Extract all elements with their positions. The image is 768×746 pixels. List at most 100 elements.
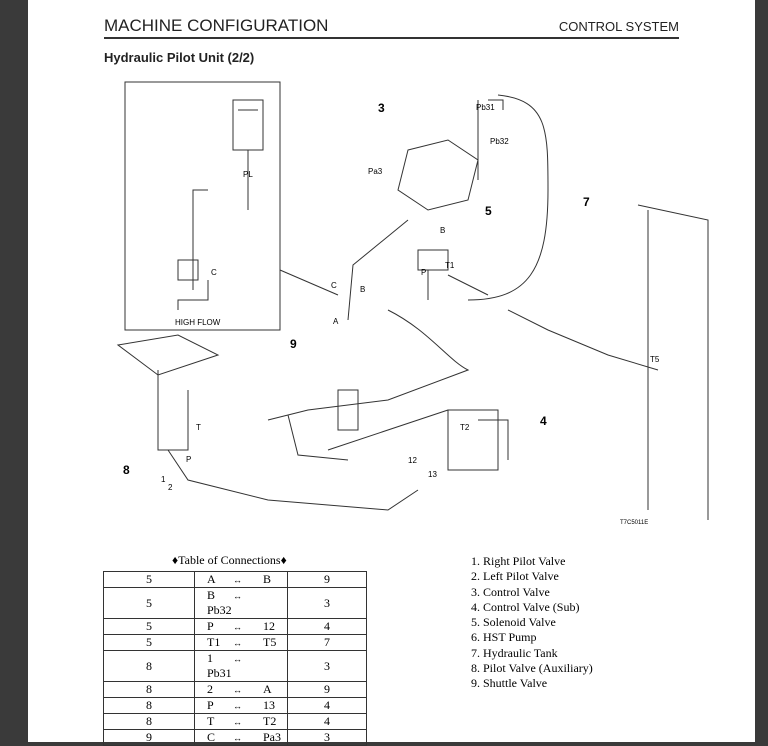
to-port: B bbox=[263, 572, 272, 586]
diagram-label: Pb31 bbox=[476, 103, 495, 112]
legend-item: 5. Solenoid Valve bbox=[471, 615, 556, 630]
from-part: 5 bbox=[103, 634, 195, 651]
to-part: 7 bbox=[287, 634, 367, 651]
legend-item: 3. Control Valve bbox=[471, 584, 550, 599]
from-port: 2 bbox=[207, 682, 213, 696]
figure-id: T7C5011E bbox=[620, 520, 648, 526]
from-part: 9 bbox=[103, 729, 195, 746]
diagram-label: 4 bbox=[540, 414, 547, 428]
from-port: P bbox=[207, 619, 214, 633]
legend-item: 6. HST Pump bbox=[471, 630, 537, 645]
diagram-label: P bbox=[421, 268, 426, 277]
diagram-label: 13 bbox=[428, 470, 437, 479]
port-connection: T ↔ T2 bbox=[194, 713, 288, 730]
port-connection: 2 ↔ A bbox=[194, 681, 288, 698]
to-port: A bbox=[263, 682, 272, 696]
diagram-label: Pa3 bbox=[368, 167, 383, 176]
manual-page: MACHINE CONFIGURATION CONTROL SYSTEM Hyd… bbox=[28, 0, 755, 746]
arrow: ↔ bbox=[233, 638, 242, 648]
legend-item: 7. Hydraulic Tank bbox=[471, 645, 558, 660]
diagram-label: 1 bbox=[161, 475, 166, 484]
from-part: 8 bbox=[103, 681, 195, 698]
port-connection: B ↔Pb32 bbox=[194, 587, 288, 619]
port-connection: C ↔ Pa3 bbox=[194, 729, 288, 746]
to-part: 4 bbox=[287, 697, 367, 714]
diagram-label: C bbox=[331, 281, 337, 290]
page-subtitle: Hydraulic Pilot Unit (2/2) bbox=[104, 50, 255, 65]
arrow: ↔ bbox=[233, 575, 242, 585]
sub-control-valve-shape bbox=[447, 409, 509, 471]
diagram-label: 3 bbox=[378, 101, 385, 115]
to-port: 12 bbox=[263, 619, 275, 633]
arrow: ↔ bbox=[233, 685, 242, 695]
from-part: 8 bbox=[103, 650, 195, 682]
to-part: 3 bbox=[287, 729, 367, 746]
port-connection: P ↔ 13 bbox=[194, 697, 288, 714]
to-port: 13 bbox=[263, 698, 275, 712]
arrow: ↔ bbox=[233, 654, 242, 664]
to-port: T2 bbox=[263, 714, 277, 728]
to-part: 9 bbox=[287, 681, 367, 698]
to-part: 3 bbox=[287, 650, 367, 682]
diagram-label: 9 bbox=[290, 337, 297, 351]
inset-valve-shape bbox=[177, 99, 264, 310]
arrow: ↔ bbox=[233, 622, 242, 632]
high-flow-inset-box bbox=[124, 81, 281, 331]
to-part: 4 bbox=[287, 618, 367, 635]
from-part: 5 bbox=[103, 571, 195, 588]
diagram-label: Pb32 bbox=[490, 137, 509, 146]
arrow: ↔ bbox=[233, 591, 242, 601]
port-connection: T1↔T5 bbox=[194, 634, 288, 651]
legend-item: 2. Left Pilot Valve bbox=[471, 569, 559, 584]
legend-item: 4. Control Valve (Sub) bbox=[471, 599, 580, 614]
solenoid-valve-shape bbox=[417, 249, 489, 300]
hydraulic-tank-shape bbox=[507, 204, 709, 520]
from-part: 8 bbox=[103, 697, 195, 714]
diagram-label: T2 bbox=[460, 423, 470, 432]
diagram-label: T1 bbox=[445, 261, 455, 270]
to-port: Pa3 bbox=[263, 730, 281, 744]
to-port: Pb32 bbox=[207, 603, 232, 617]
from-part: 8 bbox=[103, 713, 195, 730]
diagram-label: 12 bbox=[408, 456, 417, 465]
diagram-label: 8 bbox=[123, 463, 130, 477]
diagram-label: 2 bbox=[168, 483, 173, 492]
arrow: ↔ bbox=[233, 701, 242, 711]
port-connection: 1↔Pb31 bbox=[194, 650, 288, 682]
legend-item: 8. Pilot Valve (Auxiliary) bbox=[471, 661, 593, 676]
page-header-section: CONTROL SYSTEM bbox=[558, 19, 679, 34]
from-port: A bbox=[207, 572, 216, 586]
diagram-label: PL bbox=[243, 170, 253, 179]
aux-pilot-valve-shape bbox=[116, 334, 419, 511]
legend-item: 9. Shuttle Valve bbox=[471, 676, 548, 691]
diagram-label: 7 bbox=[583, 195, 590, 209]
from-port: T bbox=[207, 714, 215, 728]
control-valve-shape bbox=[397, 99, 504, 211]
page-header-title: MACHINE CONFIGURATION bbox=[104, 16, 329, 35]
from-port: P bbox=[207, 698, 214, 712]
from-port: B bbox=[207, 588, 216, 602]
to-port: Pb31 bbox=[207, 666, 232, 680]
port-connection: P ↔ 12 bbox=[194, 618, 288, 635]
from-port: C bbox=[207, 730, 216, 744]
diagram-label: 5 bbox=[485, 204, 492, 218]
header-rule bbox=[104, 37, 679, 39]
arrow: ↔ bbox=[233, 717, 242, 727]
diagram-label: B bbox=[360, 285, 365, 294]
arrow: ↔ bbox=[233, 733, 242, 743]
from-part: 5 bbox=[103, 618, 195, 635]
diagram-label: C bbox=[211, 268, 217, 277]
hydraulic-diagram: 3 Pb31 Pb32 Pa3 5 B T1 P PL C HIGH FLOW … bbox=[116, 81, 709, 526]
diagram-label: P bbox=[186, 455, 191, 464]
diagram-label: A bbox=[333, 317, 339, 326]
